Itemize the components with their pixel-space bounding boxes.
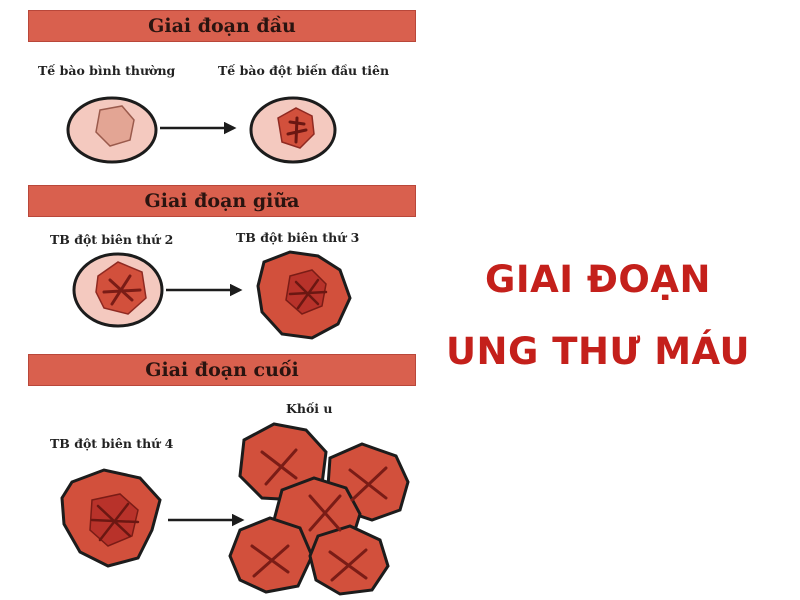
label-normal-cell: Tế bào bình thường <box>38 63 176 78</box>
first-mutant-cell <box>249 96 337 164</box>
label-first-mutant-cell: Tế bào đột biến đầu tiên <box>218 63 390 78</box>
mutant-cell-4 <box>60 468 162 568</box>
heading-line-1: GIAI ĐOẠN <box>485 258 711 301</box>
stage-banner-early: Giai đoạn đầu <box>28 10 416 42</box>
label-tumor: Khối u <box>286 401 333 416</box>
mutant-cell-3 <box>256 250 352 340</box>
stage-banner-final: Giai đoạn cuối <box>28 354 416 386</box>
stage-banner-middle: Giai đoạn giữa <box>28 185 416 217</box>
normal-cell <box>66 96 158 164</box>
label-mutant-cell-3: TB đột biên thứ 3 <box>236 230 360 245</box>
label-mutant-cell-2: TB đột biên thứ 2 <box>50 232 174 247</box>
mutant-cell-2 <box>72 252 164 328</box>
heading-line-2: UNG THƯ MÁU <box>445 330 751 373</box>
tumor-mass <box>228 422 410 596</box>
label-mutant-cell-4: TB đột biên thứ 4 <box>50 436 174 451</box>
cancer-progression-diagram <box>60 96 410 596</box>
